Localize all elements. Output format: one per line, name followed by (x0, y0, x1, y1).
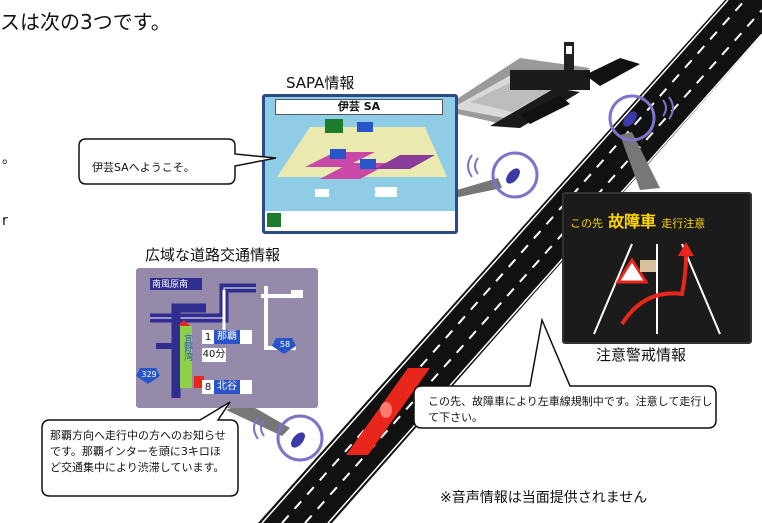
wide-map-screen: 南風原南 宜野湾 329 58 1 那覇 40分 8 北谷 (136, 268, 318, 408)
warning-bubble-text: この先、故障車により左車線規制中です。注意して走行して下さい。 (428, 395, 713, 424)
sapa-screen-title: 伊芸 SA (275, 99, 443, 115)
sign-suffix: 走行注意 (661, 217, 706, 230)
wide-title: 広域な道路交通情報 (145, 246, 281, 264)
sign-prefix: この先 (570, 217, 603, 230)
sign-main: 故障車 (608, 212, 657, 231)
shield-left-number: 329 (141, 370, 157, 379)
sapa-screen: 伊芸 SA (262, 94, 458, 234)
left-fragment-a: 。 (2, 151, 16, 167)
wide-bubble-text: 那覇方向へ走行中の方へのお知らせです。那覇インターを頭に3キロほど交通集中により… (50, 429, 226, 474)
route-2-badge: 8 北谷 (202, 380, 252, 394)
route-1-number: 1 (204, 331, 212, 343)
warning-bubble-shape (413, 318, 717, 429)
route-2-destination: 北谷 (214, 380, 240, 394)
wide-vertical-label: 宜野湾 (182, 334, 192, 361)
header-text: スは次の3つです。 (0, 10, 171, 34)
wide-map-label: 南風原南 (152, 280, 189, 290)
beacon-warning-icon (608, 94, 674, 142)
sapa-bubble-text: 伊芸SAへようこそ。 (92, 161, 195, 174)
travel-time: 40分 (202, 348, 226, 362)
sapa-bubble-shape (78, 138, 277, 185)
highway-road (258, 0, 762, 523)
warning-sign: この先 故障車 走行注意 (562, 192, 752, 344)
service-area-building-icon (440, 42, 590, 128)
footnote: ※音声情報は当面提供されません (440, 490, 648, 506)
wide-bubble-shape (41, 401, 239, 497)
route-1-destination: 那覇 (214, 330, 240, 344)
left-fragment-b: r (2, 213, 8, 229)
shield-right-number: 58 (279, 340, 291, 349)
beacon-wide-icon (253, 414, 324, 462)
warning-sign-header: この先 故障車 走行注意 (570, 208, 705, 232)
sapa-title: SAPA情報 (286, 74, 355, 92)
route-2-number: 8 (204, 381, 212, 393)
warning-title: 注意警戒情報 (596, 346, 687, 364)
beacon-sapa-icon (467, 151, 539, 199)
route-1-badge: 1 那覇 (202, 330, 252, 344)
